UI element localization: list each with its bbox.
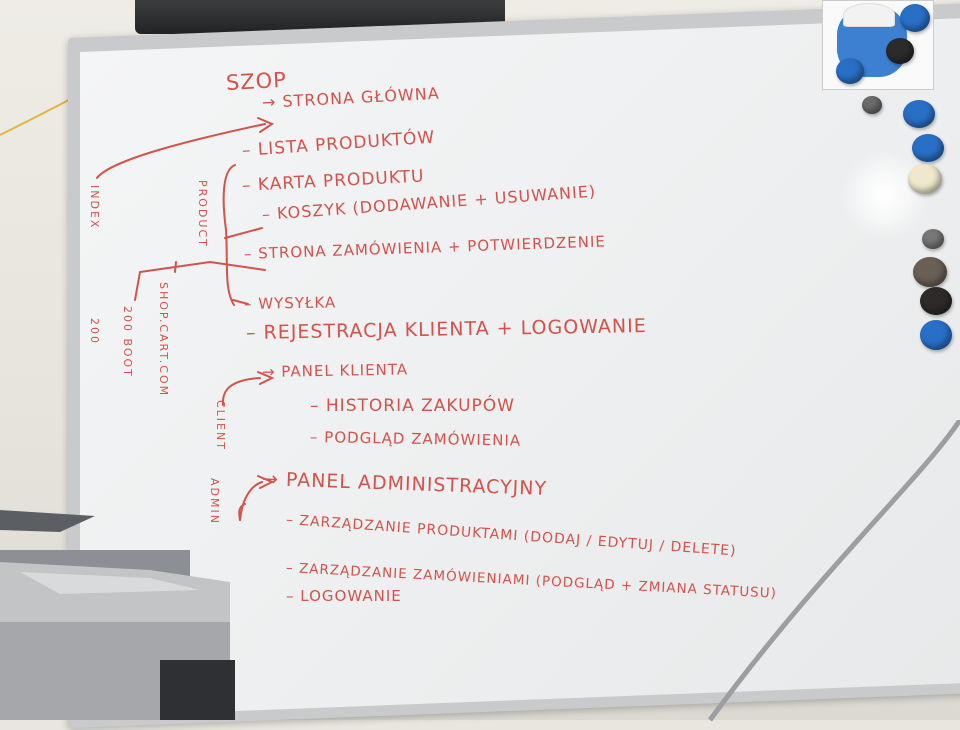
blue-magnet <box>900 4 930 32</box>
black-magnet <box>886 38 914 64</box>
light-glare <box>840 150 930 240</box>
vertical-label-index: INDEX <box>88 185 101 230</box>
blue-magnet <box>836 58 864 84</box>
vertical-label-shop-cart: SHOP.CART.COM <box>157 282 170 398</box>
cream-magnet <box>908 164 942 194</box>
smurf-hat <box>843 3 895 27</box>
vertical-label-200: 200 <box>88 318 101 345</box>
smurf-picture <box>822 0 934 90</box>
note-panel-klienta: → PANEL KLIENTA <box>261 360 409 381</box>
brown-magnet <box>913 257 947 287</box>
note-wysylka: – WYSYŁKA <box>243 293 337 313</box>
vertical-label-client: CLIENT <box>214 400 227 451</box>
black-magnet <box>920 287 952 315</box>
note-historia-zakupow: – HISTORIA ZAKUPÓW <box>310 396 515 416</box>
grey-magnet <box>862 96 882 114</box>
vertical-label-admin: ADMIN <box>208 478 221 525</box>
note-logowanie: – LOGOWANIE <box>286 587 402 605</box>
note-podglad-zamowienia: – PODGLĄD ZAMÓWIENIA <box>309 428 522 450</box>
blue-magnet <box>912 134 944 162</box>
board-title: SZOP <box>225 67 288 95</box>
blue-magnet <box>920 320 952 350</box>
grey-cord <box>707 420 960 722</box>
vertical-label-product: PRODUCT <box>196 180 209 248</box>
vertical-label-200-boot: 200 BOOT <box>121 306 134 378</box>
grey-magnet <box>922 229 944 249</box>
printer <box>0 510 235 720</box>
blue-magnet <box>903 100 935 128</box>
